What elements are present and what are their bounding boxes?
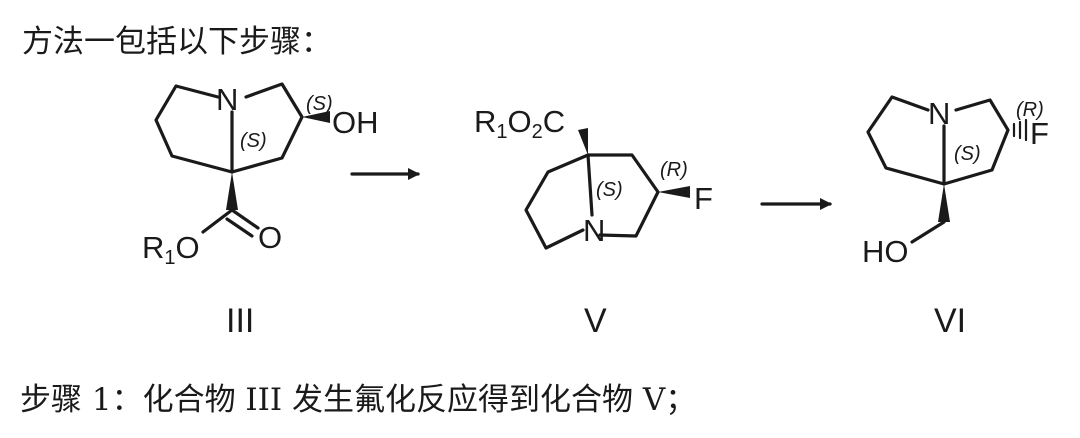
vi-right-ring [942, 98, 1010, 186]
vi-ch2-oh-bond [910, 220, 946, 244]
iii-carbonyl-bond-1 [230, 208, 260, 230]
v-fluorine: F [694, 181, 713, 216]
iii-ester-wedge [226, 172, 238, 210]
v-ester-wedge [578, 128, 588, 155]
iii-oh-wedge [302, 111, 330, 123]
iii-left-ring [154, 84, 234, 174]
iii-right-ring [230, 82, 304, 174]
vi-left-ring [866, 95, 946, 186]
vi-fluorine: F [1030, 116, 1049, 151]
reaction-arrow-2 [760, 198, 832, 210]
compound-v: R1O2C F N (R) (S) [474, 104, 713, 250]
iii-stereo-bridgehead: (S) [240, 130, 267, 152]
compound-vi: N F HO (R) (S) [862, 95, 1049, 269]
v-nitrogen: N [583, 213, 605, 248]
v-stereo-fluoro: (R) [660, 159, 688, 181]
iii-ester-o-bond [201, 208, 234, 234]
v-stereo-bridgehead: (S) [596, 179, 623, 201]
vi-f-hash-bond [1012, 118, 1028, 142]
v-left-ring [524, 153, 590, 250]
iii-carbonyl-oxygen: O [258, 220, 282, 255]
reaction-arrow-1 [350, 168, 420, 180]
compound-label-vi: VI [934, 302, 966, 340]
iii-r1-group: R1O [142, 230, 200, 269]
vi-hydroxymethyl: HO [862, 234, 909, 269]
iii-stereo-top: (S) [306, 93, 333, 115]
vi-ch2-wedge [938, 184, 950, 222]
compound-label-v: V [584, 302, 607, 340]
v-ester-group: R1O2C [474, 104, 565, 143]
method-heading: 方法一包括以下步骤： [22, 24, 332, 60]
vi-nitrogen: N [928, 96, 950, 131]
iii-nitrogen: N [216, 82, 238, 117]
vi-stereo-bridgehead: (S) [954, 143, 981, 165]
vi-stereo-fluoro: (R) [1016, 99, 1044, 121]
step-1-text: 步骤 1：化合物 III 发生氟化反应得到化合物 V； [20, 382, 697, 418]
compound-label-iii: III [226, 302, 254, 340]
iii-hydroxyl: OH [332, 105, 379, 140]
v-f-wedge [658, 186, 690, 198]
v-bridge-n-bond [586, 153, 594, 217]
compound-iii: N OH (S) (S) R1O O [142, 82, 379, 269]
iii-carbonyl-bond-2 [225, 217, 254, 238]
